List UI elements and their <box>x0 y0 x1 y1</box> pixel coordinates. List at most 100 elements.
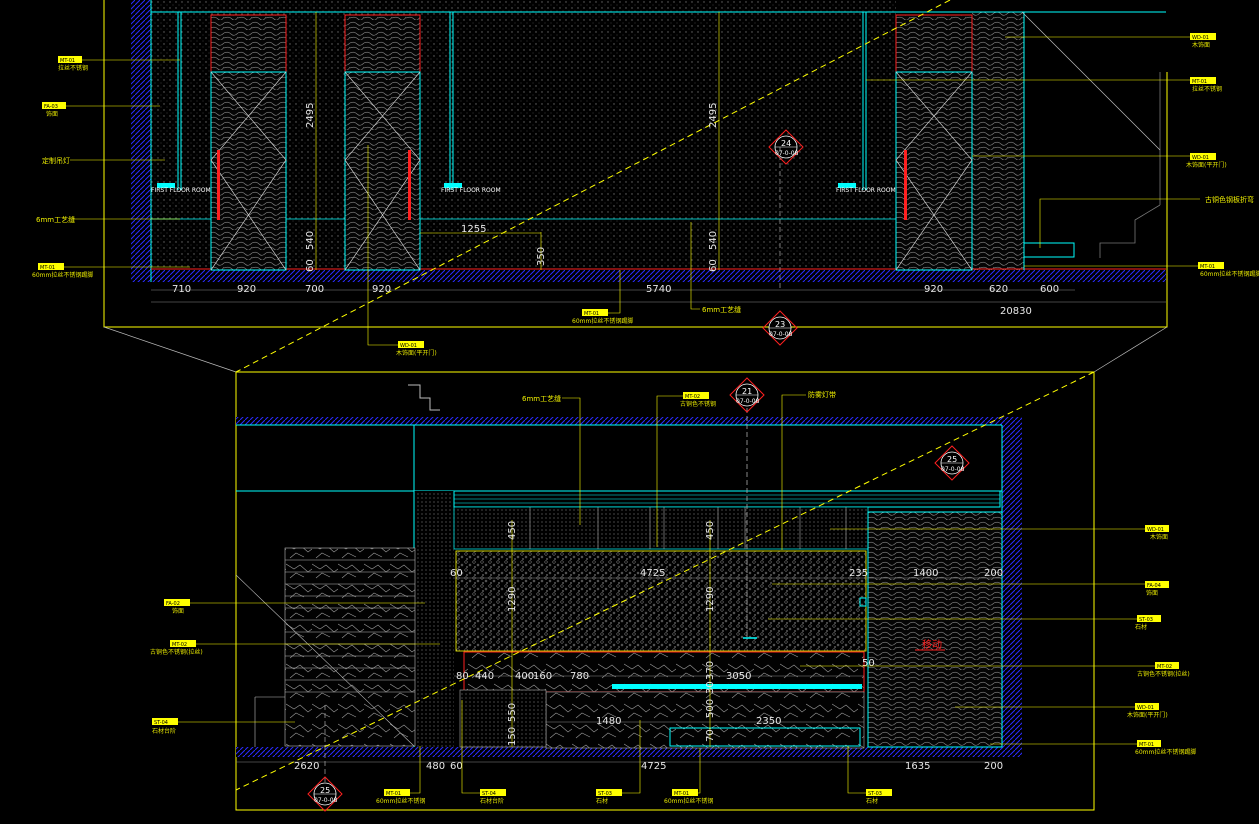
symbol-sheet: 07-0-08 <box>941 466 965 473</box>
lower-elevation: 移动 <box>235 371 1095 811</box>
tag-code: MT-02 <box>1157 664 1172 670</box>
dim: 60 <box>305 259 316 272</box>
dim: 5740 <box>646 284 671 295</box>
dim: 500 <box>705 699 716 718</box>
tag-note: 饰面 <box>46 110 58 118</box>
dim: 60 <box>708 259 719 272</box>
dim: 440 <box>475 671 494 682</box>
wall-lamp <box>157 183 175 188</box>
symbol-sheet: 07-0-08 <box>736 398 760 405</box>
dim: 4725 <box>640 568 665 579</box>
dim: 2495 <box>305 103 316 128</box>
dim: 50 <box>862 658 875 669</box>
tag-code: WD-01 <box>1192 35 1209 41</box>
section-symbol-21: 21 07-0-08 <box>729 377 765 413</box>
tag-note: 古铜色不锈钢(拉丝) <box>150 648 203 656</box>
dim: 620 <box>989 284 1008 295</box>
dim: 235 <box>849 568 868 579</box>
dim: 550 <box>507 703 518 722</box>
symbol-number: 25 <box>947 455 957 464</box>
lamp-label: FIRST FLOOR ROOM <box>836 187 896 194</box>
tag-note: 石材 <box>1135 623 1147 631</box>
tag-note: 60mm拉丝不锈钢踢脚 <box>1135 748 1196 756</box>
dim: 600 <box>1040 284 1059 295</box>
symbol-number: 25 <box>320 786 330 795</box>
tag-note: 6mm工艺缝 <box>522 394 561 403</box>
dim: 920 <box>237 284 256 295</box>
tag-note: 60mm拉丝不锈钢 <box>664 797 713 805</box>
tag-note: 石材台阶 <box>152 727 176 735</box>
tag-note: 古铜色不锈钢 <box>680 400 716 408</box>
door-right <box>895 14 973 271</box>
tag-code: ST-04 <box>154 720 168 726</box>
dim: 60 <box>450 761 463 772</box>
dim: 780 <box>570 671 589 682</box>
dim: 540 <box>708 231 719 250</box>
dim: 4725 <box>641 761 666 772</box>
red-label: 移动 <box>922 638 942 651</box>
tag-note: 6mm工艺缝 <box>702 305 741 314</box>
tag-note: 60mm拉丝不锈钢踢脚 <box>32 271 93 279</box>
tag-note: 饰面 <box>172 607 184 615</box>
lamp-label: FIRST FLOOR ROOM <box>151 187 211 194</box>
tag-note: 木饰面 <box>1150 533 1168 541</box>
dim: 1290 <box>507 587 518 612</box>
tag-note: 石材台阶 <box>480 797 504 805</box>
tag-note: 石材 <box>596 797 608 805</box>
dim: 710 <box>172 284 191 295</box>
dim: 540 <box>305 231 316 250</box>
dim: 150 <box>507 727 518 746</box>
dim: 700 <box>305 284 324 295</box>
dim: 480 <box>426 761 445 772</box>
lower-tags-right: WD-01 木饰面 FA-04 饰面 ST-03 石材 MT-02 古铜色不锈钢… <box>768 525 1196 756</box>
tag-code: ST-03 <box>598 791 612 797</box>
tag-note: 定制吊灯 <box>42 156 70 165</box>
tag-code: MT-01 <box>1139 742 1154 748</box>
lamp-label: FIRST FLOOR ROOM <box>441 187 501 194</box>
dim: 370 <box>705 661 716 680</box>
tag-code: MT-01 <box>1192 79 1207 85</box>
floor-hatch <box>131 270 1166 282</box>
tag-note: 饰面 <box>1146 589 1158 597</box>
lower-tags-left: FA-02 饰面 MT-02 古铜色不锈钢(拉丝) ST-04 石材台阶 <box>150 599 440 735</box>
dim: 350 <box>536 247 547 266</box>
tag-note: 60mm拉丝不锈钢踢脚 <box>572 317 633 325</box>
upper-frame <box>103 0 1168 328</box>
dim: 70 <box>705 729 716 742</box>
dim: 3050 <box>726 671 751 682</box>
lower-tags-bottom: MT-01 60mm拉丝不锈钢 ST-04 石材台阶 ST-03 石材 MT-0… <box>376 700 892 805</box>
door-left <box>210 14 287 271</box>
lower-frame <box>235 371 1095 811</box>
upper-tags-bottom: MT-01 60mm拉丝不锈钢踢脚 6mm工艺缝 WD-01 木饰面(平开门) <box>367 145 741 357</box>
tag-code: ST-03 <box>1139 617 1153 623</box>
dim: 450 <box>705 521 716 540</box>
tag-code: MT-01 <box>60 58 75 64</box>
dim: 920 <box>372 284 391 295</box>
dim: 1635 <box>905 761 930 772</box>
tag-note: 古铜色钢板折弯 <box>1205 195 1254 204</box>
symbol-sheet: 07-0-08 <box>775 150 799 157</box>
tag-note: 木饰面(平开门) <box>396 349 437 357</box>
tag-code: MT-01 <box>40 265 55 271</box>
tag-code: WD-01 <box>1137 705 1154 711</box>
symbol-sheet: 07-0-08 <box>769 331 793 338</box>
tag-note: 60mm拉丝不锈钢踢脚 <box>1200 270 1259 278</box>
stair <box>235 547 416 747</box>
dim: 1255 <box>461 224 486 235</box>
tag-note: 60mm拉丝不锈钢 <box>376 797 425 805</box>
tag-note: 6mm工艺缝 <box>36 215 75 224</box>
dim: 60 <box>450 568 463 579</box>
dim: 2495 <box>708 103 719 128</box>
dim: 80 <box>456 671 469 682</box>
tag-code: FA-02 <box>166 601 180 607</box>
tag-code: WD-01 <box>1192 155 1209 161</box>
tag-note: 拉丝不锈钢 <box>58 64 88 72</box>
dim: 200 <box>984 568 1003 579</box>
section-symbol-25-left: 25 07-0-08 <box>307 705 343 812</box>
lower-dims: 450 450 4725 235 1400 200 60 1290 1290 3… <box>294 521 1003 772</box>
lower-tags-top: 6mm工艺缝 MT-02 古铜色不锈钢 防雾灯带 <box>522 390 836 550</box>
section-symbol-25-right: 25 07-0-08 <box>934 445 970 481</box>
wall-lamp <box>444 183 462 188</box>
symbol-number: 21 <box>742 387 752 396</box>
